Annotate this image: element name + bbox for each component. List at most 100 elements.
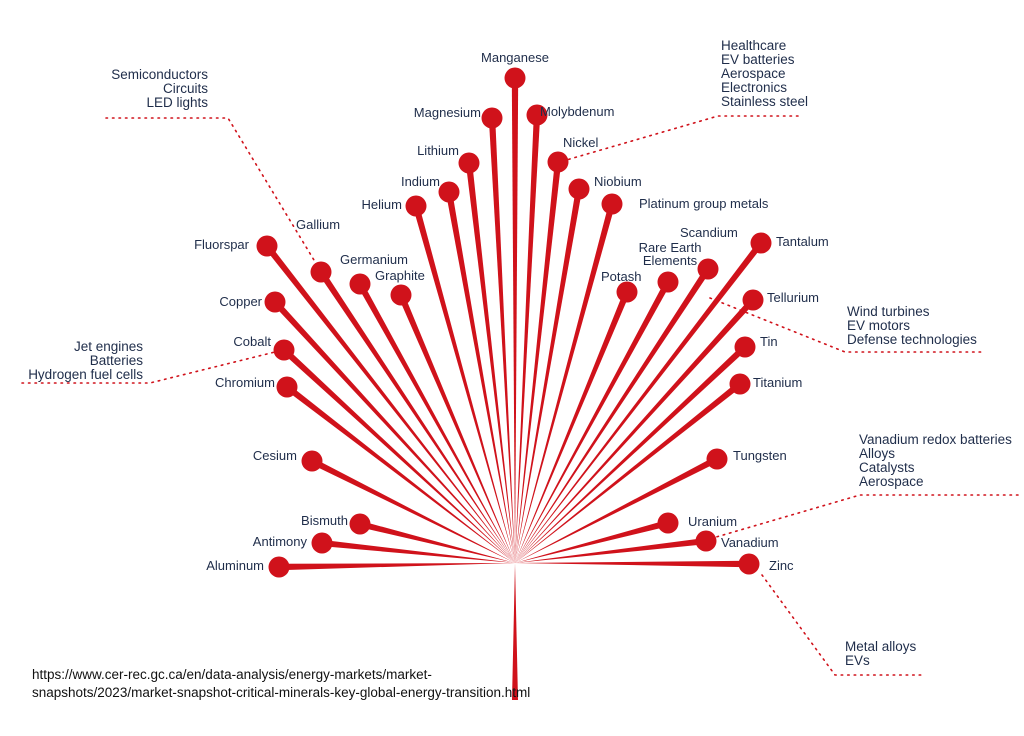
use-item: Vanadium redox batteries	[859, 432, 1012, 447]
use-item: Metal alloys	[845, 639, 917, 654]
branch-cobalt	[281, 347, 515, 563]
label-lithium: Lithium	[417, 143, 459, 158]
label-germanium: Germanium	[340, 252, 408, 267]
use-item: Alloys	[859, 446, 895, 461]
dot-titanium	[729, 373, 751, 395]
label-tantalum: Tantalum	[776, 234, 829, 249]
label-helium: Helium	[362, 197, 402, 212]
branch-potash	[515, 290, 630, 563]
label-graphite: Graphite	[375, 268, 425, 283]
dot-bismuth	[349, 513, 371, 535]
dot-scandium	[697, 258, 719, 280]
use-item: Aerospace	[721, 66, 786, 81]
branch-tin	[515, 344, 748, 563]
branch-cesium	[310, 458, 515, 563]
dot-tungsten	[706, 448, 728, 470]
label-tin: Tin	[760, 334, 778, 349]
dot-tellurium	[742, 289, 764, 311]
label-uranium: Uranium	[688, 514, 737, 529]
label-aluminum: Aluminum	[206, 558, 264, 573]
source-url: https://www.cer-rec.gc.ca/en/data-analys…	[32, 667, 531, 700]
dot-zinc	[738, 553, 760, 575]
dot-cesium	[301, 450, 323, 472]
label-antimony: Antimony	[253, 534, 308, 549]
use-item: Defense technologies	[847, 332, 977, 347]
mineral-branches	[256, 67, 772, 578]
dot-potash	[616, 281, 638, 303]
dot-molybdenum	[526, 104, 548, 126]
use-item: EVs	[845, 653, 870, 668]
dot-magnesium	[481, 107, 503, 129]
branch-germanium	[357, 282, 515, 563]
branch-tungsten	[515, 456, 719, 563]
dot-graphite	[390, 284, 412, 306]
branch-tellurium	[515, 297, 756, 563]
branch-copper	[272, 299, 515, 563]
branch-indium	[445, 191, 515, 564]
branch-nickel	[515, 161, 562, 563]
dot-chromium	[276, 376, 298, 398]
dot-manganese	[504, 67, 526, 89]
label-niobium: Niobium	[594, 174, 642, 189]
use-item: Electronics	[721, 80, 787, 95]
branch-niobium	[515, 188, 583, 563]
branch-scandium	[515, 267, 711, 563]
dot-lithium	[458, 152, 480, 174]
dot-copper	[264, 291, 286, 313]
dot-rare-earth	[657, 271, 679, 293]
callout-lines	[21, 115, 1019, 676]
label-manganese: Manganese	[481, 50, 549, 65]
use-item: EV motors	[847, 318, 910, 333]
label-vanadium: Vanadium	[721, 535, 779, 550]
label-scandium: Scandium	[680, 225, 738, 240]
label-magnesium: Magnesium	[414, 105, 481, 120]
dot-helium	[405, 195, 427, 217]
callout-line-vanadium	[705, 494, 1019, 541]
label-zinc: Zinc	[769, 558, 794, 573]
callout-line-nickel	[562, 115, 799, 162]
branch-titanium	[515, 381, 742, 563]
dot-antimony	[311, 532, 333, 554]
branch-manganese	[511, 78, 519, 563]
branch-rare-earth	[515, 280, 671, 563]
branch-gallium	[318, 270, 515, 563]
label-molybdenum: Molybdenum	[540, 104, 614, 119]
branch-uranium	[515, 519, 669, 563]
label-bismuth: Bismuth	[301, 513, 348, 528]
callout-line-gallium	[105, 117, 321, 271]
dot-germanium	[349, 273, 371, 295]
label-fluorspar: Fluorspar	[194, 237, 250, 252]
stem-trunk	[512, 563, 518, 700]
dot-uranium	[657, 512, 679, 534]
dot-tantalum	[750, 232, 772, 254]
dot-platinum	[601, 193, 623, 215]
dot-indium	[438, 181, 460, 203]
use-item: Batteries	[90, 353, 144, 368]
label-cesium: Cesium	[253, 448, 297, 463]
branch-magnesium	[488, 117, 515, 563]
label-indium: Indium	[401, 174, 440, 189]
label-gallium: Gallium	[296, 217, 340, 232]
label-tellurium: Tellurium	[767, 290, 819, 305]
use-group-vanadium: Vanadium redox batteriesAlloysCatalystsA…	[859, 432, 1012, 489]
label-copper: Copper	[219, 294, 262, 309]
branch-antimony	[321, 539, 515, 563]
label-nickel: Nickel	[563, 135, 599, 150]
use-item: Aerospace	[859, 474, 924, 489]
branch-fluorspar	[264, 244, 515, 563]
dot-gallium	[310, 261, 332, 283]
label-tungsten: Tungsten	[733, 448, 787, 463]
branch-vanadium	[515, 537, 707, 563]
dot-fluorspar	[256, 235, 278, 257]
dot-vanadium	[695, 530, 717, 552]
branch-graphite	[398, 293, 515, 563]
branch-zinc	[515, 560, 750, 568]
label-titanium: Titanium	[753, 375, 802, 390]
callout-line-zinc	[761, 574, 923, 676]
